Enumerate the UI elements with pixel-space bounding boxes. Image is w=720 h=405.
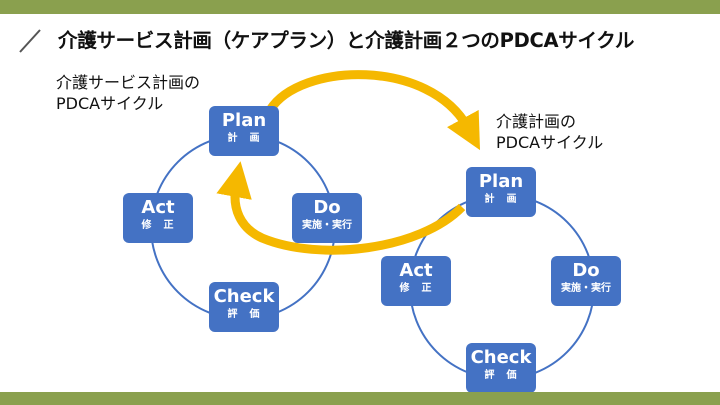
right-act-box: Act 修 正 (381, 256, 451, 306)
left-plan-box: Plan 計 画 (209, 106, 279, 156)
right-cycle-label: 介護計画の PDCAサイクル (496, 111, 603, 153)
right-do-box: Do 実施・実行 (551, 256, 621, 306)
top-accent-bar (0, 0, 720, 14)
right-plan-box: Plan 計 画 (466, 167, 536, 217)
left-check-jp: 評 価 (227, 309, 261, 320)
left-cycle-label: 介護サービス計画の PDCAサイクル (56, 72, 200, 114)
left-do-box: Do 実施・実行 (292, 193, 362, 243)
left-plan-jp: 計 画 (227, 133, 261, 144)
page-title: 介護サービス計画（ケアプラン）と介護計画２つのPDCAサイクル (58, 29, 635, 52)
right-do-jp: 実施・実行 (561, 283, 611, 294)
left-act-jp: 修 正 (141, 220, 175, 231)
title-slash-icon (19, 29, 41, 53)
right-check-jp: 評 価 (484, 370, 518, 381)
right-check-en: Check (470, 347, 532, 368)
left-check-box: Check 評 価 (209, 282, 279, 332)
left-act-box: Act 修 正 (123, 193, 193, 243)
right-plan-en: Plan (478, 171, 524, 192)
right-act-jp: 修 正 (399, 283, 433, 294)
left-check-en: Check (213, 286, 275, 307)
right-cycle-label-line2: PDCAサイクル (496, 133, 604, 152)
left-cycle-label-line1: 介護サービス計画の (56, 73, 201, 92)
left-plan-en: Plan (221, 110, 267, 131)
left-do-jp: 実施・実行 (302, 220, 352, 231)
right-do-en: Do (572, 260, 600, 281)
left-do-en: Do (313, 197, 341, 218)
left-cycle-label-line2: PDCAサイクル (56, 94, 164, 113)
right-act-en: Act (399, 260, 433, 281)
right-cycle-label-line1: 介護計画の (496, 112, 577, 131)
bottom-accent-bar (0, 392, 720, 405)
right-check-box: Check 評 価 (466, 343, 536, 393)
arrow-to-care-plan-icon (266, 70, 481, 151)
right-plan-jp: 計 画 (484, 194, 518, 205)
arrow-feedback-icon (216, 161, 466, 255)
left-act-en: Act (141, 197, 175, 218)
